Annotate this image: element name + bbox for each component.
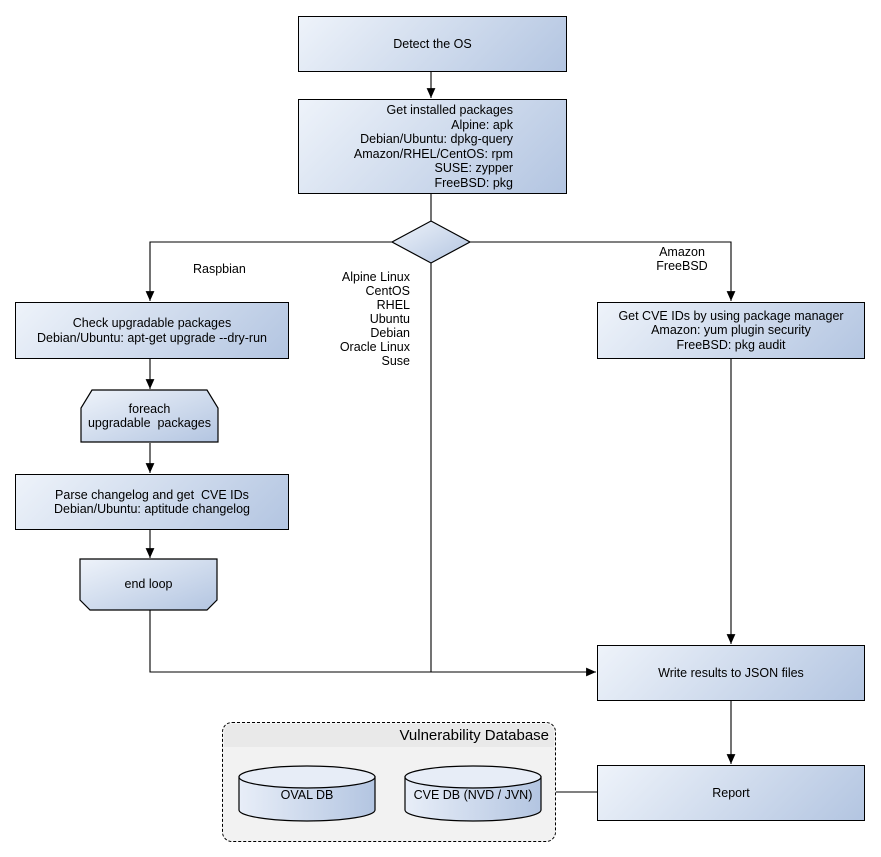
node-parse-changelog: Parse changelog and get CVE IDs Debian/U…: [15, 474, 289, 530]
foreach-label: foreach upgradable packages: [87, 401, 211, 431]
cve-db-label: CVE DB (NVD / JVN): [413, 788, 533, 802]
diamond-icon: [390, 220, 472, 264]
node-report: Report: [597, 765, 865, 821]
cve-db-cylinder-icon: [404, 765, 542, 822]
oval-db-cylinder-icon: [238, 765, 376, 822]
edge-label-middle-os-list: Alpine Linux CentOS RHEL Ubuntu Debian O…: [339, 270, 410, 368]
vulnerability-database-container: Vulnerability Database OVAL DB CVE DB (N…: [222, 722, 556, 842]
node-get-installed-packages: Get installed packages Alpine: apk Debia…: [298, 99, 567, 194]
node-write-results-json: Write results to JSON files: [597, 645, 865, 701]
edge-decision-to-amazon-branch: [470, 241, 736, 301]
oval-db-label: OVAL DB: [280, 788, 334, 802]
end-loop-label: end loop: [124, 577, 173, 592]
node-end-loop: end loop: [79, 558, 218, 611]
database-title: Vulnerability Database: [399, 727, 549, 744]
edge-decision-to-raspbian-branch: [145, 241, 392, 301]
loop-start-shape-icon: [80, 389, 219, 443]
database-header-band: [224, 724, 554, 747]
edge-label-amazon-freebsd: Amazon FreeBSD: [656, 245, 708, 273]
node-detect-os: Detect the OS: [298, 16, 567, 72]
edge-label-raspbian: Raspbian: [193, 262, 246, 276]
node-get-cve-ids: Get CVE IDs by using package manager Ama…: [597, 302, 865, 359]
edge-endloop-to-write-results: [149, 610, 596, 677]
node-check-upgradable-packages: Check upgradable packages Debian/Ubuntu:…: [15, 302, 289, 359]
decision-diamond: [390, 220, 472, 264]
loop-end-shape-icon: [79, 558, 218, 611]
node-foreach-loop-start: foreach upgradable packages: [80, 389, 219, 443]
